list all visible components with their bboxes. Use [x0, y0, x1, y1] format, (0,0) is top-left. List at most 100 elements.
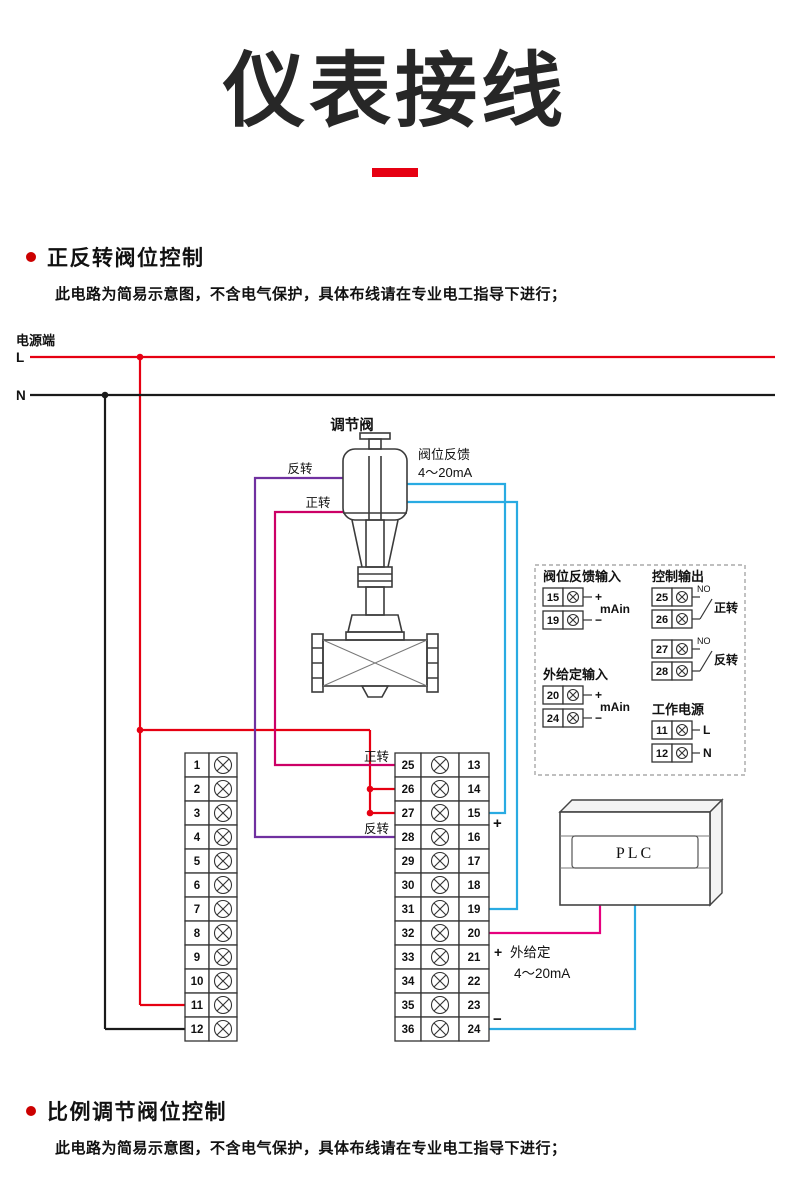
strip-forward-label: 正转: [364, 749, 389, 764]
screw-icon: [675, 664, 689, 678]
screw-icon: [213, 803, 233, 823]
screw-icon: [566, 711, 580, 725]
screw-icon: [216, 878, 230, 892]
legend-group-title: 控制输出: [652, 569, 704, 584]
screw-icon: [568, 713, 578, 723]
terminal-number: 29: [402, 856, 415, 868]
terminal-number: 11: [191, 1000, 204, 1012]
power-terminal-label: 电源端: [16, 333, 55, 348]
setpoint-plus-mark: +: [494, 944, 502, 960]
screw-icon: [213, 947, 233, 967]
screw-icon: [430, 995, 450, 1015]
screw-icon: [216, 782, 230, 796]
terminal-number-cell: [458, 776, 490, 802]
terminal-number: 34: [402, 976, 415, 988]
screw-icon: [216, 806, 230, 820]
junction-dot: [136, 726, 144, 734]
screw-icon: [677, 614, 687, 624]
screw-icon: [433, 758, 447, 772]
bullet-icon: [26, 1106, 36, 1116]
terminal-number: 18: [468, 880, 481, 892]
terminal-number: 17: [468, 856, 481, 868]
terminal-number-cell: [394, 824, 422, 850]
terminal-number-cell: [458, 800, 490, 826]
screw-icon: [216, 974, 230, 988]
terminal-number: 30: [402, 880, 415, 892]
legend-group-title: 外给定输入: [542, 667, 608, 682]
terminal-number-cell: [394, 968, 422, 994]
control-valve: [311, 432, 439, 698]
terminal-number-cell: [394, 800, 422, 826]
screw-icon: [566, 613, 580, 627]
terminal-number: 15: [547, 592, 559, 604]
flange-bolts: [312, 647, 438, 679]
section-forward-reverse-control: 正反转阀位控制 此电路为简易示意图，不含电气保护，具体布线请在专业电工指导下进行…: [26, 242, 567, 304]
terminal-number: 16: [468, 832, 481, 844]
setpoint-wire-minus: [489, 905, 637, 1031]
terminal-number: 25: [656, 592, 668, 604]
terminal-number: 36: [402, 1024, 415, 1036]
screw-icon: [433, 950, 447, 964]
unit-label: mAin: [600, 700, 630, 714]
feedback-wire-plus: [407, 482, 507, 815]
screw-icon: [677, 748, 687, 758]
terminal-number: 12: [656, 748, 668, 760]
terminal-number-cell: [458, 944, 490, 970]
screw-icon: [433, 1022, 447, 1036]
screw-icon: [430, 779, 450, 799]
terminal-number: 11: [656, 725, 668, 737]
screw-icon: [568, 592, 578, 602]
section-proportional-control: 比例调节阀位控制 此电路为简易示意图，不含电气保护，具体布线请在专业电工指导下进…: [26, 1096, 567, 1158]
screw-icon: [213, 899, 233, 919]
power-mark: L: [703, 723, 710, 737]
terminal-number: 10: [191, 976, 204, 988]
screw-icon: [213, 971, 233, 991]
legend-group-title: 阀位反馈输入: [543, 569, 621, 584]
screw-icon: [675, 590, 689, 604]
actuator-detail: [343, 456, 407, 520]
title-underline: [372, 168, 418, 177]
screw-icon: [213, 923, 233, 943]
screw-icon: [675, 612, 689, 626]
terminal-number: 33: [402, 952, 415, 964]
live-line-label: L: [16, 350, 24, 365]
valve-actuator: [342, 448, 408, 521]
terminal-number: 35: [402, 1000, 415, 1012]
screw-icon: [213, 1019, 233, 1039]
screw-icon: [675, 723, 689, 737]
setpoint-range-label: 4～20mA: [514, 966, 570, 981]
bullet-icon: [26, 252, 36, 262]
feedback-wire-minus: [407, 500, 519, 911]
screw-icon: [566, 590, 580, 604]
forward-wire: [273, 510, 395, 767]
section-heading: 比例调节阀位控制: [47, 1101, 227, 1124]
terminal-number: 15: [468, 808, 481, 820]
terminal-number-cell: [184, 776, 210, 802]
terminal-number: 6: [194, 880, 200, 892]
legend-mark: −: [595, 711, 602, 725]
screw-icon: [430, 803, 450, 823]
valve-body-flange: [345, 631, 405, 641]
terminal-number-cell: [184, 896, 210, 922]
screw-icon: [216, 854, 230, 868]
screw-icon: [430, 947, 450, 967]
terminal-number-cell: [458, 896, 490, 922]
valve-stem-lower: [365, 586, 385, 616]
terminal-number: 8: [194, 928, 201, 940]
screw-icon: [568, 615, 578, 625]
terminal-number: 32: [402, 928, 415, 940]
contact-label: 反转: [714, 652, 738, 667]
terminal-number: 28: [402, 832, 415, 844]
legend-group-title: 工作电源: [652, 702, 704, 717]
screw-icon: [568, 690, 578, 700]
terminal-number-cell: [458, 920, 490, 946]
legend-mark: −: [595, 613, 602, 627]
junction-dot: [366, 785, 374, 793]
terminal-number: 25: [402, 760, 415, 772]
terminal-number: 3: [194, 808, 200, 820]
screw-icon: [675, 642, 689, 656]
screw-icon: [216, 902, 230, 916]
section-note: 此电路为简易示意图，不含电气保护，具体布线请在专业电工指导下进行；: [55, 286, 567, 303]
terminal-number: 28: [656, 666, 668, 678]
